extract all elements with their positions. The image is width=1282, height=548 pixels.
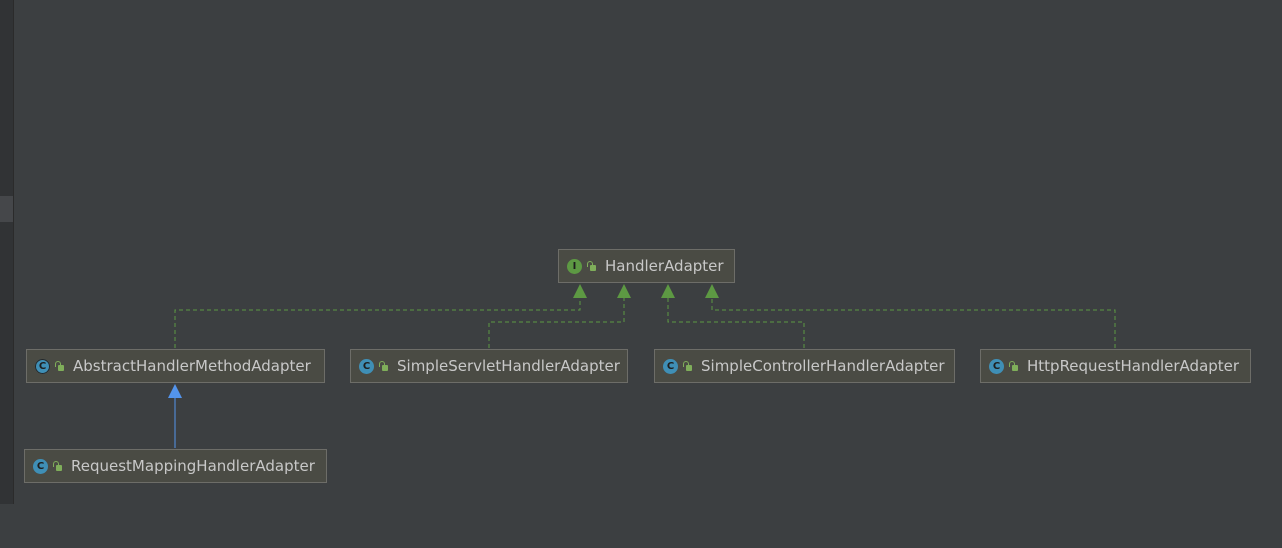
node-simple-controller-handler-adapter[interactable]: C SimpleControllerHandlerAdapter bbox=[654, 349, 955, 383]
node-label: RequestMappingHandlerAdapter bbox=[71, 457, 315, 475]
interface-icon: I bbox=[567, 258, 582, 274]
edge-abstract-to-handleradapter bbox=[174, 296, 581, 348]
node-simple-servlet-handler-adapter[interactable]: C SimpleServletHandlerAdapter bbox=[350, 349, 628, 383]
class-icon: C bbox=[663, 358, 678, 374]
class-icon: C bbox=[33, 458, 48, 474]
node-label: SimpleControllerHandlerAdapter bbox=[701, 357, 945, 375]
arrowhead-implements-1 bbox=[573, 284, 587, 298]
public-access-icon bbox=[378, 360, 389, 372]
edge-servlet-to-handleradapter bbox=[488, 296, 625, 348]
node-http-request-handler-adapter[interactable]: C HttpRequestHandlerAdapter bbox=[980, 349, 1251, 383]
node-handler-adapter[interactable]: I HandlerAdapter bbox=[558, 249, 735, 283]
arrowhead-implements-3 bbox=[661, 284, 675, 298]
public-access-icon bbox=[1008, 360, 1019, 372]
abstract-class-icon: C bbox=[35, 358, 50, 374]
arrowhead-implements-2 bbox=[617, 284, 631, 298]
public-access-icon bbox=[682, 360, 693, 372]
class-icon: C bbox=[989, 358, 1004, 374]
public-access-icon bbox=[586, 260, 597, 272]
node-label: HandlerAdapter bbox=[605, 257, 724, 275]
node-label: SimpleServletHandlerAdapter bbox=[397, 357, 620, 375]
node-label: HttpRequestHandlerAdapter bbox=[1027, 357, 1240, 375]
arrowhead-implements-4 bbox=[705, 284, 719, 298]
edge-httprequest-to-handleradapter bbox=[711, 296, 1116, 348]
arrowhead-extends bbox=[168, 384, 182, 398]
edge-controller-to-handleradapter bbox=[667, 296, 805, 348]
editor-gutter bbox=[0, 0, 14, 504]
node-request-mapping-handler-adapter[interactable]: C RequestMappingHandlerAdapter bbox=[24, 449, 327, 483]
node-label: AbstractHandlerMethodAdapter bbox=[73, 357, 311, 375]
node-abstract-handler-method-adapter[interactable]: C AbstractHandlerMethodAdapter bbox=[26, 349, 325, 383]
public-access-icon bbox=[54, 360, 65, 372]
gutter-marker bbox=[0, 196, 13, 222]
class-icon: C bbox=[359, 358, 374, 374]
public-access-icon bbox=[52, 460, 63, 472]
